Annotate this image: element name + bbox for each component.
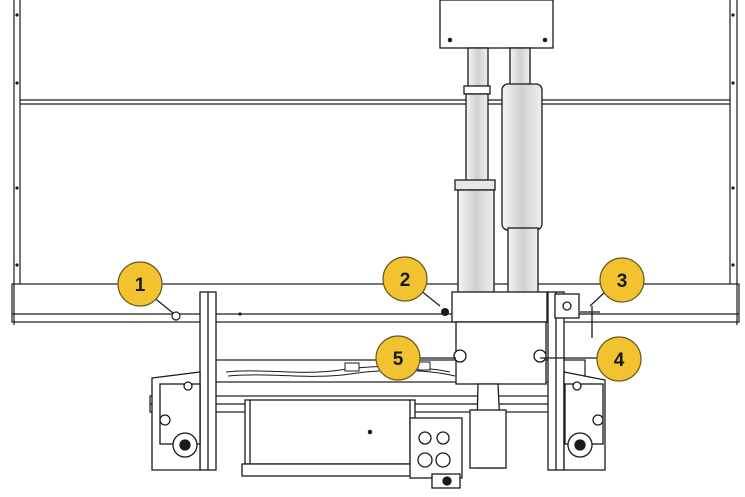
right-wheel-assembly: [564, 381, 604, 458]
svg-text:1: 1: [135, 275, 146, 296]
center-pivot-bracket: [451, 291, 548, 469]
hydraulic-cylinder-right: [501, 47, 543, 319]
frame-hole-marker: [171, 311, 181, 321]
callout-5: 5: [375, 335, 421, 381]
callout-3: 3: [599, 257, 645, 303]
svg-text:3: 3: [617, 271, 628, 292]
svg-text:2: 2: [400, 270, 411, 291]
left-wheel-assembly: [159, 381, 201, 458]
main-frame: [11, 0, 740, 325]
top-mounting-plate: [439, 0, 554, 49]
callout-2: 2: [382, 256, 428, 302]
motor-unit: [241, 399, 419, 477]
hydraulic-cylinder-left: [454, 47, 496, 311]
callout-4: 4: [596, 336, 642, 382]
svg-text:4: 4: [614, 350, 625, 371]
frame-fasteners: [15, 13, 735, 316]
svg-text:5: 5: [393, 349, 404, 370]
valve-block: [409, 417, 463, 489]
pin-and-handle: [554, 293, 600, 338]
callout-1: 1: [117, 261, 163, 307]
